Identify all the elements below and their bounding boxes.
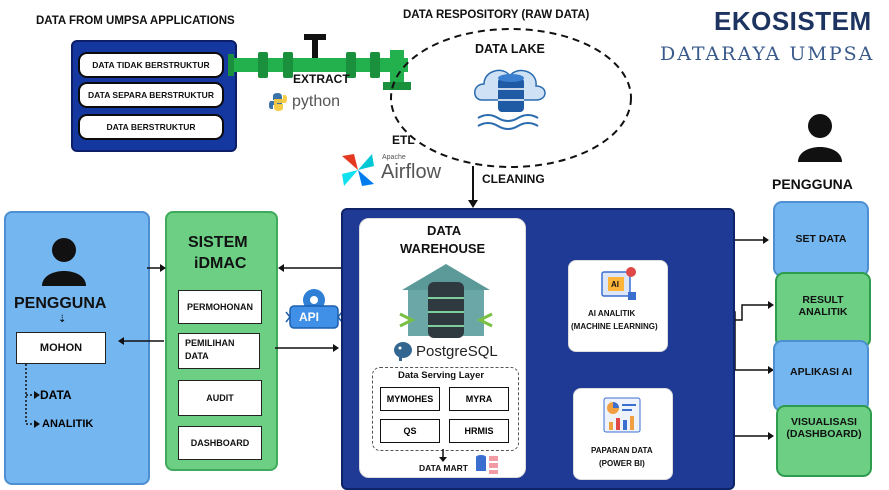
etl-label: ETL: [392, 133, 415, 147]
source-item: DATA SEPARA BERSTRUKTUR: [78, 82, 224, 108]
api-gear-icon: [285, 289, 343, 329]
extract-pipe-icon: [228, 34, 411, 90]
mohon-box: MOHON: [16, 332, 106, 364]
mart-arrow: [439, 449, 447, 462]
ai-chip-text: AI: [611, 280, 619, 289]
python-logo-icon: [269, 93, 287, 111]
right-user-icon: [798, 114, 842, 162]
data-serving-layer: [372, 367, 519, 451]
sources-heading: DATA FROM UMPSA APPLICATIONS: [36, 15, 235, 27]
output-aplikasi-box: APLIKASI AI: [773, 340, 869, 412]
warehouse-icon: [399, 264, 493, 338]
serving-layer-label: Data Serving Layer: [398, 370, 485, 381]
bi-label-line2: (POWER BI): [599, 459, 645, 468]
idmac-title-line2: iDMAC: [194, 255, 247, 272]
mart-hrmis: HRMIS: [449, 419, 509, 443]
postgresql-wordmark: PostgreSQL: [416, 343, 498, 360]
output-result-analitik: RESULT ANALITIK: [798, 294, 848, 318]
data-mart-grid: MYMOHES MYRA QS HRMIS: [372, 367, 519, 451]
airflow-apache-label: Apache: [382, 154, 406, 161]
output-set-data: SET DATA: [795, 233, 847, 245]
repository-heading: DATA RESPOSITORY (RAW DATA): [403, 9, 590, 21]
warehouse-title-line2: WAREHOUSE: [400, 241, 486, 256]
data-lake-label: DATA LAKE: [475, 42, 545, 56]
page-title: EKOSISTEM: [714, 6, 872, 36]
right-user-title: PENGGUNA: [772, 176, 853, 192]
output-set-data-box: SET DATA: [773, 201, 869, 277]
airflow-wordmark: Airflow: [381, 161, 442, 183]
cleaning-label: CLEANING: [482, 172, 545, 186]
mart-qs: QS: [380, 419, 440, 443]
output-visualisasi: VISUALISASI (DASHBOARD): [786, 416, 862, 440]
idmac-item-dashboard: DASHBOARD: [178, 426, 262, 460]
source-item: DATA TIDAK BERSTRUKTUR: [78, 52, 224, 78]
idmac-title-line1: SISTEM: [188, 234, 248, 251]
idmac-item-pemilihan: PEMILIHAN DATA: [178, 333, 260, 369]
idmac-item-audit: AUDIT: [178, 380, 262, 416]
api-label: API: [299, 310, 320, 324]
warehouse-title-line1: DATA: [427, 223, 462, 238]
left-user-analitik: ANALITIK: [42, 418, 94, 430]
user-icon: [42, 238, 86, 286]
sources-panel: DATA TIDAK BERSTRUKTUR DATA SEPARA BERST…: [71, 40, 237, 152]
extract-label: EXTRACT: [293, 72, 350, 86]
ai-label-line1: AI ANALITIK: [588, 309, 636, 318]
mart-myra: MYRA: [449, 387, 509, 411]
ai-chip-icon: [601, 267, 636, 300]
data-mart-label: DATA MART: [419, 463, 468, 473]
data-lake-boundary: [390, 28, 632, 168]
dotted-arrow-down-icon: ⇣: [58, 314, 67, 325]
cleaning-arrow: [468, 166, 478, 208]
output-result-box: RESULT ANALITIK: [775, 272, 871, 348]
output-visualisasi-box: VISUALISASI (DASHBOARD): [776, 405, 872, 477]
output-aplikasi-ai: APLIKASI AI: [789, 366, 853, 378]
dashboard-chart-icon: [603, 397, 641, 433]
left-user-title: PENGGUNA: [14, 295, 107, 312]
airflow-logo-icon: [342, 154, 374, 186]
postgresql-elephant-icon: [394, 342, 412, 361]
mart-mymohes: MYMOHES: [380, 387, 440, 411]
left-user-data: DATA: [40, 388, 72, 402]
idmac-item-permohonan: PERMOHONAN: [178, 290, 262, 324]
data-lake-icon: [474, 69, 546, 130]
ai-label-line2: (MACHINE LEARNING): [571, 322, 658, 331]
page-subtitle: DATARAYA UMPSA: [660, 43, 875, 65]
bi-label-line1: PAPARAN DATA: [591, 446, 653, 455]
source-item: DATA BERSTRUKTUR: [78, 114, 224, 140]
data-mart-icon: [476, 455, 498, 474]
python-wordmark: python: [292, 93, 341, 110]
dotted-branch-lines: [25, 364, 40, 428]
